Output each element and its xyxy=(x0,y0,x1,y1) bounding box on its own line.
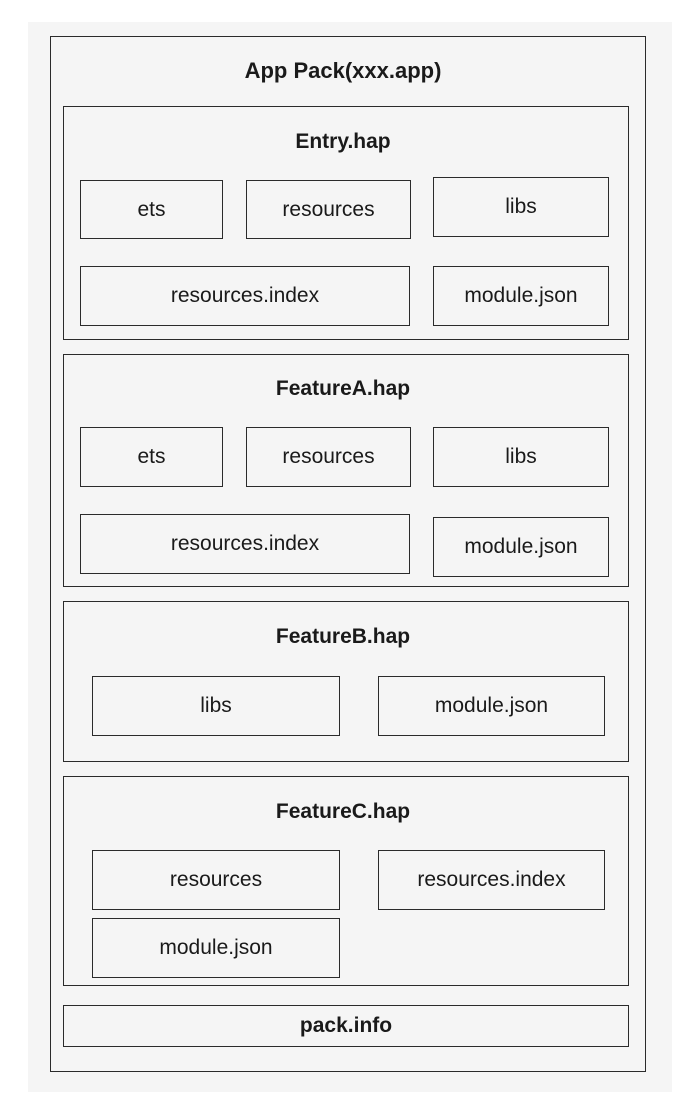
entry-hap-container xyxy=(63,106,629,340)
feature-a-resources-box: resources xyxy=(246,427,411,487)
feature-a-resources-index-box: resources.index xyxy=(80,514,410,574)
app-pack-container xyxy=(50,36,646,1072)
feature-b-module-json-box: module.json xyxy=(378,676,605,736)
entry-module-json-box: module.json xyxy=(433,266,609,326)
feature-b-hap-title: FeatureB.hap xyxy=(275,625,411,648)
feature-c-resources-box: resources xyxy=(92,850,340,910)
entry-hap-title: Entry.hap xyxy=(295,130,391,153)
feature-a-hap-container xyxy=(63,354,629,587)
feature-a-module-json-box: module.json xyxy=(433,517,609,577)
feature-c-hap-title: FeatureC.hap xyxy=(275,800,411,823)
feature-c-resources-index-box: resources.index xyxy=(378,850,605,910)
feature-c-hap-container xyxy=(63,776,629,986)
feature-a-libs-box: libs xyxy=(433,427,609,487)
feature-a-ets-box: ets xyxy=(80,427,223,487)
entry-resources-box: resources xyxy=(246,180,411,239)
feature-a-hap-title: FeatureA.hap xyxy=(275,377,411,400)
app-pack-title: App Pack(xxx.app) xyxy=(244,58,442,83)
pack-info-box: pack.info xyxy=(63,1005,629,1047)
entry-libs-box: libs xyxy=(433,177,609,237)
feature-c-module-json-box: module.json xyxy=(92,918,340,978)
feature-b-libs-box: libs xyxy=(92,676,340,736)
entry-resources-index-box: resources.index xyxy=(80,266,410,326)
entry-ets-box: ets xyxy=(80,180,223,239)
feature-b-hap-container xyxy=(63,601,629,762)
